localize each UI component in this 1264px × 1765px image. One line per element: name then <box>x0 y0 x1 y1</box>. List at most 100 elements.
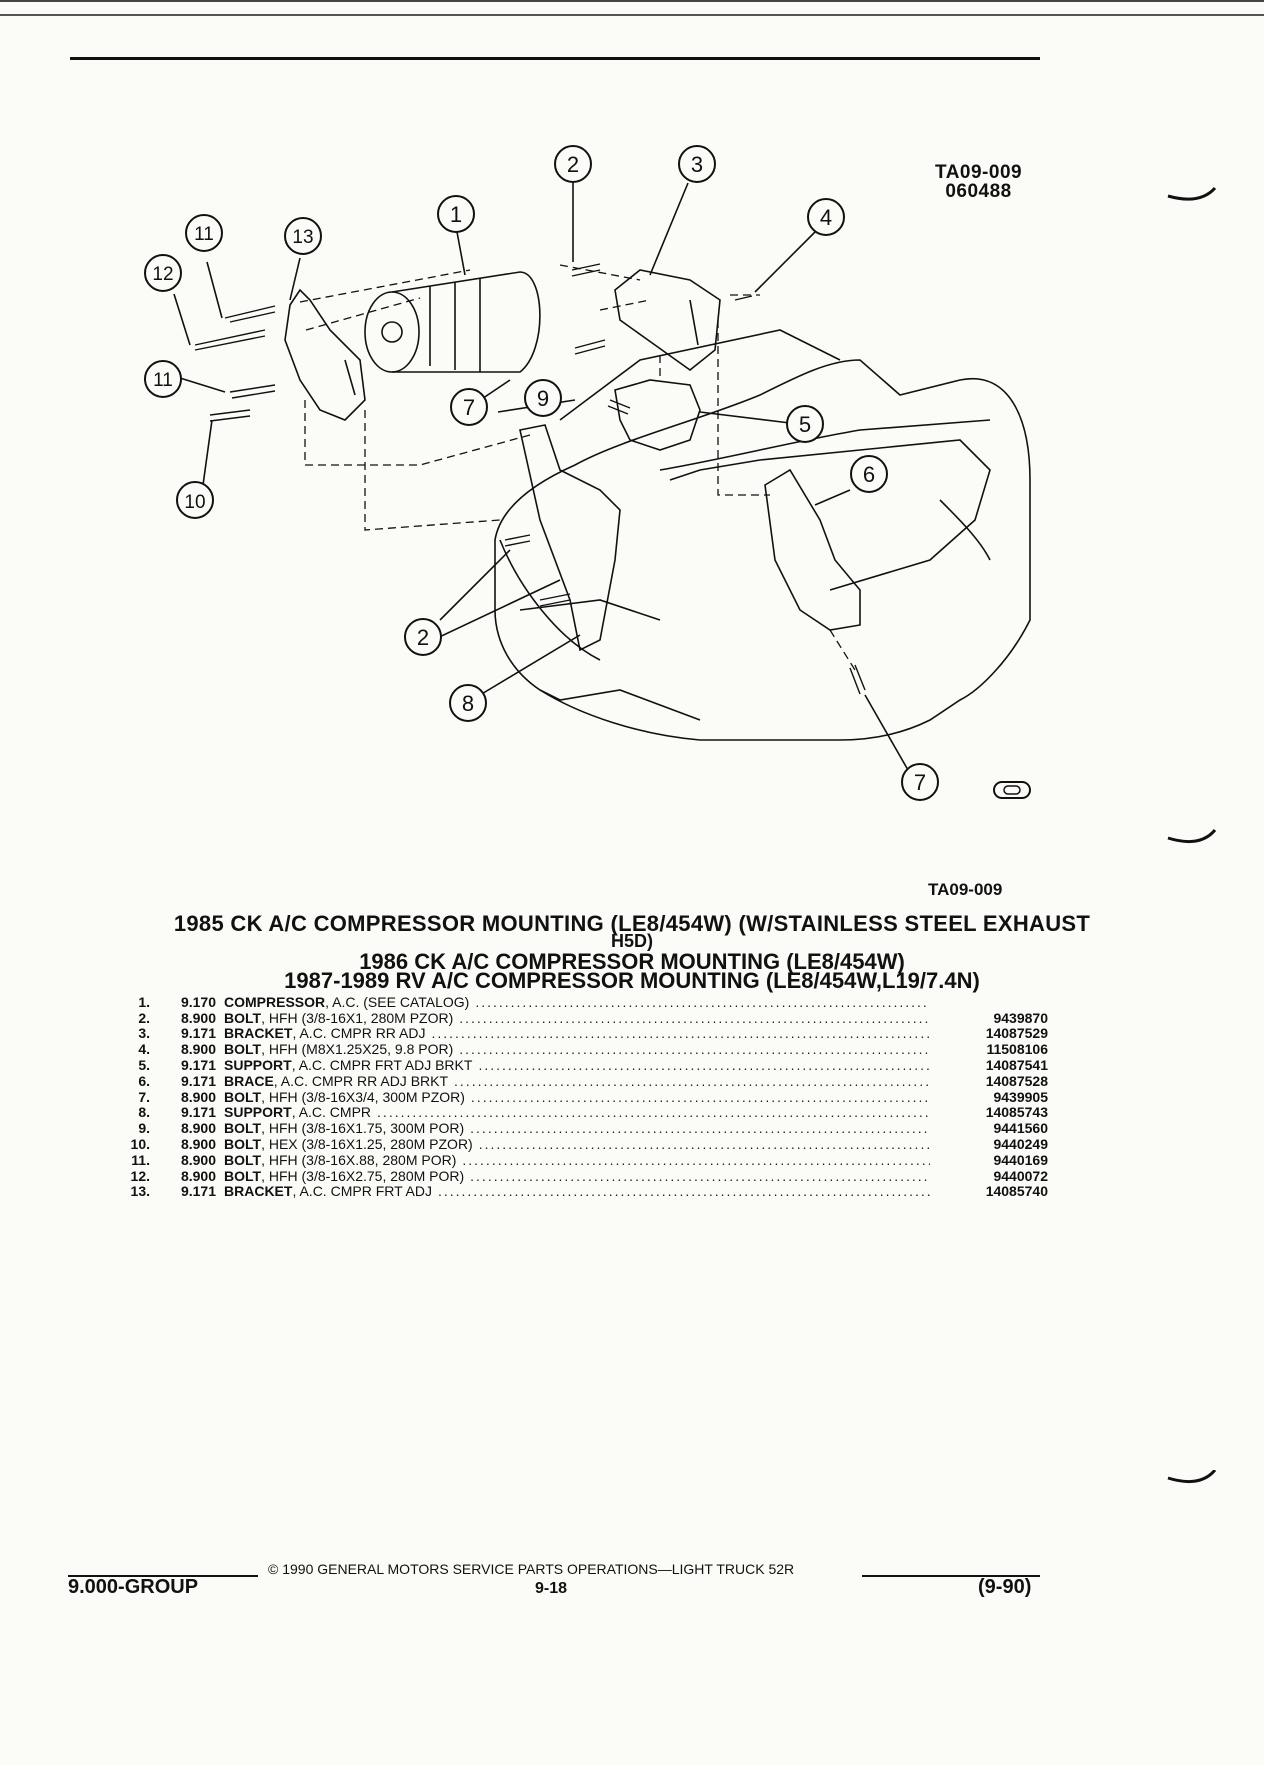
part-name: BOLT <box>224 1135 262 1152</box>
callout-6: 6 <box>863 462 875 487</box>
part-number-index: 6. <box>138 1072 150 1089</box>
part-detail: , HFH (3/8-16X1.75, 300M POR) <box>261 1120 465 1137</box>
part-catalog-number: 9440249 <box>993 1135 1048 1152</box>
title-line-3: 1987-1989 RV A/C COMPRESSOR MOUNTING (LE… <box>284 968 980 993</box>
footer-rule-left <box>68 1575 258 1577</box>
part-detail: , A.C. CMPR RR ADJ <box>292 1025 426 1042</box>
callout-11-circle <box>185 214 223 252</box>
callout-12: 12 <box>152 264 173 285</box>
part-name: SUPPORT <box>224 1056 292 1073</box>
callout-1-circle <box>437 195 475 233</box>
part-description: SUPPORT, A.C. CMPR <box>224 1105 371 1120</box>
leader-dots <box>459 1011 930 1026</box>
callout-13-circle <box>284 217 322 255</box>
part-group-code: 9.171 <box>180 1056 216 1073</box>
callout-4: 4 <box>820 205 832 230</box>
part-group-code: 8.900 <box>180 1088 216 1105</box>
part-number-index: 7. <box>138 1088 150 1105</box>
part-number-index: 10. <box>130 1135 150 1152</box>
part-name: BOLT <box>224 1167 262 1184</box>
part-name: BOLT <box>224 1120 262 1137</box>
callout-11b: 11 <box>153 370 173 391</box>
callout-2b: 2 <box>417 625 429 650</box>
part-name: BOLT <box>224 1151 262 1168</box>
part-description: BRACKET, A.C. CMPR RR ADJ <box>224 1026 425 1041</box>
margin-mark-2 <box>1167 828 1217 844</box>
part-description: BOLT, HFH (3/8-16X3/4, 300M PZOR) <box>224 1089 465 1105</box>
part-group-code: 9.171 <box>180 1104 216 1121</box>
margin-mark-3 <box>1167 1470 1217 1484</box>
leader-dots <box>431 1026 930 1041</box>
part-description: BOLT, HFH (M8X1.25X25, 9.8 POR) <box>224 1042 453 1057</box>
part-description: COMPRESSOR, A.C. (SEE CATALOG) <box>224 993 470 1010</box>
part-description: BOLT, HFH (3/8-16X2.75, 280M POR) <box>224 1167 464 1184</box>
part-detail: , HEX (3/8-16X1.25, 280M PZOR) <box>261 1135 473 1152</box>
callout-10-circle <box>176 481 214 519</box>
footer-date: (9-90) <box>978 1576 1032 1598</box>
part-description: BOLT, HFH (3/8-16X1.75, 300M POR) <box>224 1121 464 1136</box>
callout-7-circle <box>450 388 488 426</box>
leader-dots <box>459 1042 930 1057</box>
title-line-1b: H5D) <box>610 931 653 951</box>
parts-row: 1. 9.170 COMPRESSOR, A.C. (SEE CATALOG) <box>118 994 1048 1010</box>
part-catalog-number: 9440072 <box>993 1167 1048 1184</box>
part-number-index: 12. <box>130 1167 150 1184</box>
callout-5: 5 <box>799 412 811 437</box>
footer-group: 9.000-GROUP <box>68 1576 199 1598</box>
part-name: BRACKET <box>224 1183 293 1200</box>
part-catalog-number: 9440169 <box>993 1151 1048 1168</box>
callout-2-circle <box>554 145 592 183</box>
part-number-index: 4. <box>138 1041 150 1058</box>
part-catalog-number: 14087541 <box>985 1056 1048 1073</box>
part-number-index: 1. <box>138 993 150 1010</box>
part-description: BRACE, A.C. CMPR RR ADJ BRKT <box>224 1072 448 1089</box>
part-detail: , A.C. CMPR <box>291 1104 372 1121</box>
part-catalog-number: 14087529 <box>985 1025 1048 1042</box>
part-detail: , HFH (3/8-16X1, 280M PZOR) <box>261 1009 454 1026</box>
callout-12-circle <box>144 254 182 292</box>
part-catalog-number: 11508106 <box>986 1041 1048 1058</box>
gm-logo-icon <box>993 781 1031 799</box>
part-name: BOLT <box>224 1009 262 1026</box>
part-number-index: 2. <box>138 1009 150 1026</box>
figure-code-top: TA09-009 <box>935 162 1023 183</box>
part-group-code: 9.171 <box>180 1183 216 1200</box>
callout-6-circle <box>850 455 888 493</box>
leader-dots <box>377 1105 930 1120</box>
callout-7b: 7 <box>914 770 926 795</box>
part-description: BOLT, HFH (3/8-16X1, 280M PZOR) <box>224 1009 454 1026</box>
part-name: BOLT <box>224 1041 262 1058</box>
callout-9: 9 <box>537 386 549 411</box>
part-description: BOLT, HFH (3/8-16X.88, 280M POR) <box>224 1151 456 1168</box>
part-detail: , HFH (M8X1.25X25, 9.8 POR) <box>261 1041 454 1058</box>
part-number-index: 5. <box>138 1056 150 1073</box>
part-name: BRACKET <box>224 1025 293 1042</box>
figure-code: TA09-009 <box>928 880 1003 899</box>
part-group-code: 8.900 <box>180 1135 216 1152</box>
leader-dots <box>478 1058 930 1073</box>
callout-8: 8 <box>462 691 474 716</box>
header-rule <box>70 57 1040 60</box>
part-group-code: 8.900 <box>180 1151 216 1168</box>
leader-dots <box>470 1169 930 1184</box>
part-name: BRACE <box>224 1072 274 1089</box>
part-name: COMPRESSOR <box>224 993 326 1010</box>
callout-2b-circle <box>404 618 442 656</box>
part-group-code: 8.900 <box>180 1120 216 1137</box>
parts-row: 6. 9.171 BRACE, A.C. CMPR RR ADJ BRKT 14087… <box>118 1073 1048 1089</box>
part-group-code: 8.900 <box>180 1009 216 1026</box>
part-group-code: 9.171 <box>180 1072 216 1089</box>
exploded-view-diagram: 1 2 3 4 5 6 7 8 9 10 11 11 12 13 2 7 <box>144 145 1217 844</box>
part-catalog-number: 14087528 <box>985 1072 1048 1089</box>
footer-copyright: © 1990 GENERAL MOTORS SERVICE PARTS OPER… <box>268 1561 795 1577</box>
part-group-code: 9.170 <box>180 993 216 1010</box>
part-detail: , A.C. (SEE CATALOG) <box>325 993 470 1010</box>
part-number-index: 11. <box>131 1151 150 1168</box>
part-group-code: 9.171 <box>180 1025 216 1042</box>
